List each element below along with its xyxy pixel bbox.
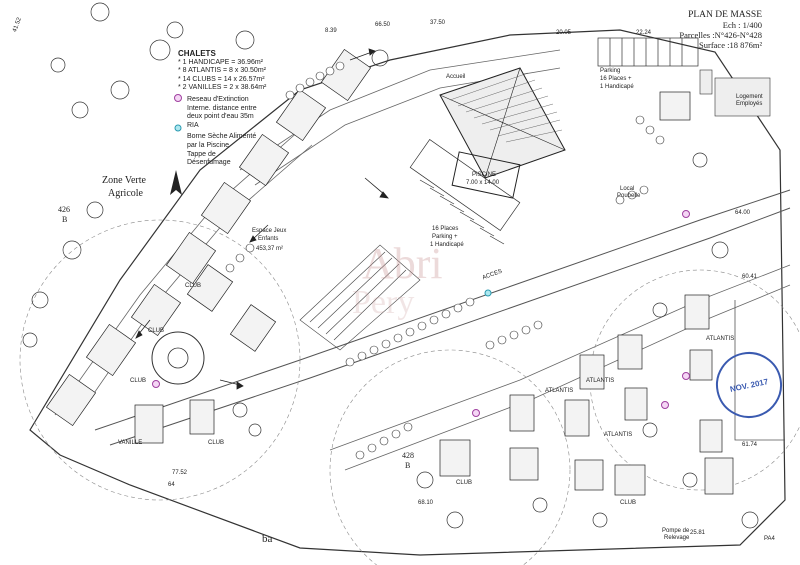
dimension: 37.50 (430, 20, 446, 26)
dimension: 25.81 (690, 530, 706, 536)
label-pa4: PA4 (764, 536, 775, 542)
boundary-right (734, 300, 785, 441)
plan-scale: Ech : 1/400 (722, 20, 762, 30)
legend: CHALETS * 1 HANDICAPE = 36.96m² * 8 ATLA… (178, 49, 267, 168)
label-piscine-size: 7.00 x 14.00 (466, 180, 500, 186)
main-road-edge (109, 207, 791, 446)
label-parking-top-3: 1 Handicapé (600, 84, 634, 90)
dry-hydrant-markers (174, 124, 492, 297)
parcel-426-letter: B (62, 215, 68, 224)
label-atlantis: ATLANTIS (586, 378, 615, 384)
label-vanille: VANILLE (118, 440, 143, 446)
dimension: 64 (168, 482, 175, 488)
label-logement-1: Logement (736, 94, 763, 100)
dimension: 64.00 (735, 210, 751, 216)
parcel-428-number: 428 (402, 451, 414, 460)
label-club: CLUB (185, 283, 202, 289)
label-parking-top-2: 16 Places + (600, 76, 632, 82)
label-espace-area: 453,37 m² (256, 246, 284, 252)
legend-item: * 1 HANDICAPE = 36.96m² (178, 58, 264, 66)
parcel-428-letter: B (405, 461, 411, 470)
zone-label-line2: Agricole (108, 188, 143, 199)
main-road (94, 189, 791, 431)
plan-title-block: PLAN DE MASSE Ech : 1/400 Parcelles :N°4… (679, 10, 762, 50)
label-club: CLUB (456, 480, 473, 486)
label-club: CLUB (620, 500, 637, 506)
legend-item: * 8 ATLANTIS = 8 x 30.50m² (178, 67, 266, 75)
adjacent-buildings (699, 69, 771, 117)
circulation-arrows (135, 48, 389, 390)
swimming-pool (451, 151, 521, 199)
label-atlantis: ATLANTIS (706, 336, 735, 342)
zone-label-line1: Zone Verte (102, 175, 146, 186)
label-logement-2: Employés (736, 101, 763, 107)
dimension: 66.50 (375, 22, 391, 28)
label-accueil: Accueil (446, 74, 466, 80)
coverage-circle (329, 349, 571, 565)
legend-item: * 14 CLUBS = 14 x 26.57m² (178, 75, 265, 83)
watermark: Abri (362, 239, 443, 288)
north-arrow-icon (170, 170, 182, 195)
label-local-1: Local (620, 186, 635, 192)
main-building (439, 67, 566, 179)
label-piscine: PISCINE (472, 172, 497, 178)
trees (22, 2, 759, 529)
label-espace-jeux: Espace Jeux (252, 228, 287, 234)
coverage-circle (19, 219, 301, 501)
dimension: 68.10 (418, 500, 434, 506)
legend-borne-line: Tappe de (187, 150, 216, 158)
dimension: 20.05 (556, 30, 572, 36)
label-enfants: Enfants (258, 236, 279, 242)
legend-item: * 2 VANILLES = 2 x 38.64m² (178, 84, 267, 92)
legend-reseau-line: deux point d'eau 35m (187, 113, 254, 121)
label-parking-center-3: 1 Handicapé (430, 242, 464, 248)
lower-road (329, 264, 791, 451)
parcel-426-number: 426 (58, 205, 70, 214)
hedge (225, 61, 665, 460)
roundabout (151, 331, 205, 385)
plan-parcels: Parcelles :N°426-N°428 (679, 30, 762, 40)
legend-reseau-line: Interne. distance entre (187, 104, 257, 112)
legend-borne-line: par la Piscine (187, 141, 230, 149)
upper-road (239, 49, 561, 171)
legend-heading: CHALETS (178, 49, 216, 58)
label-club: CLUB (148, 328, 165, 334)
label-local-2: Poubelle (617, 193, 641, 199)
plan-surface: Surface :18 876m² (699, 40, 762, 50)
parking-top (597, 37, 699, 67)
label-atlantis: ATLANTIS (604, 432, 633, 438)
label-pompe-1: Pompe de (662, 528, 690, 534)
stamp-date: NOV. 2017 (729, 376, 769, 394)
legend-reseau-line: RIA (187, 121, 199, 129)
legend-borne: Borne Sèche Alimenté (187, 133, 257, 141)
dimension: 61.74 (742, 442, 758, 448)
label-atlantis: ATLANTIS (545, 388, 574, 394)
play-area (299, 244, 421, 351)
roundabout-center (167, 347, 189, 369)
legend-reseau: Reseau d'Extinction (187, 95, 249, 103)
parking-center (409, 139, 521, 245)
dimension: 8.39 (325, 28, 337, 34)
label-club: CLUB (130, 378, 147, 384)
chalet-row-right (134, 91, 734, 496)
label-parking-center-2: Parking + (432, 234, 458, 240)
dimension: 22.24 (636, 30, 652, 36)
dimension: 60.41 (742, 274, 758, 280)
label-parking-center-1: 16 Places (432, 226, 459, 232)
label-parking-top-1: Parking (600, 68, 621, 74)
watermark-secondary: Pery (352, 284, 415, 321)
dimension: 77.52 (172, 470, 188, 476)
label-club: CLUB (208, 440, 225, 446)
label-pompe-2: Relevage (664, 535, 690, 541)
hydrant-markers (152, 94, 690, 417)
label-la: ba (262, 533, 273, 545)
plan-title: PLAN DE MASSE (688, 10, 762, 20)
legend-borne-line: Désenfumage (187, 159, 231, 167)
chalet-row-left (45, 48, 372, 427)
